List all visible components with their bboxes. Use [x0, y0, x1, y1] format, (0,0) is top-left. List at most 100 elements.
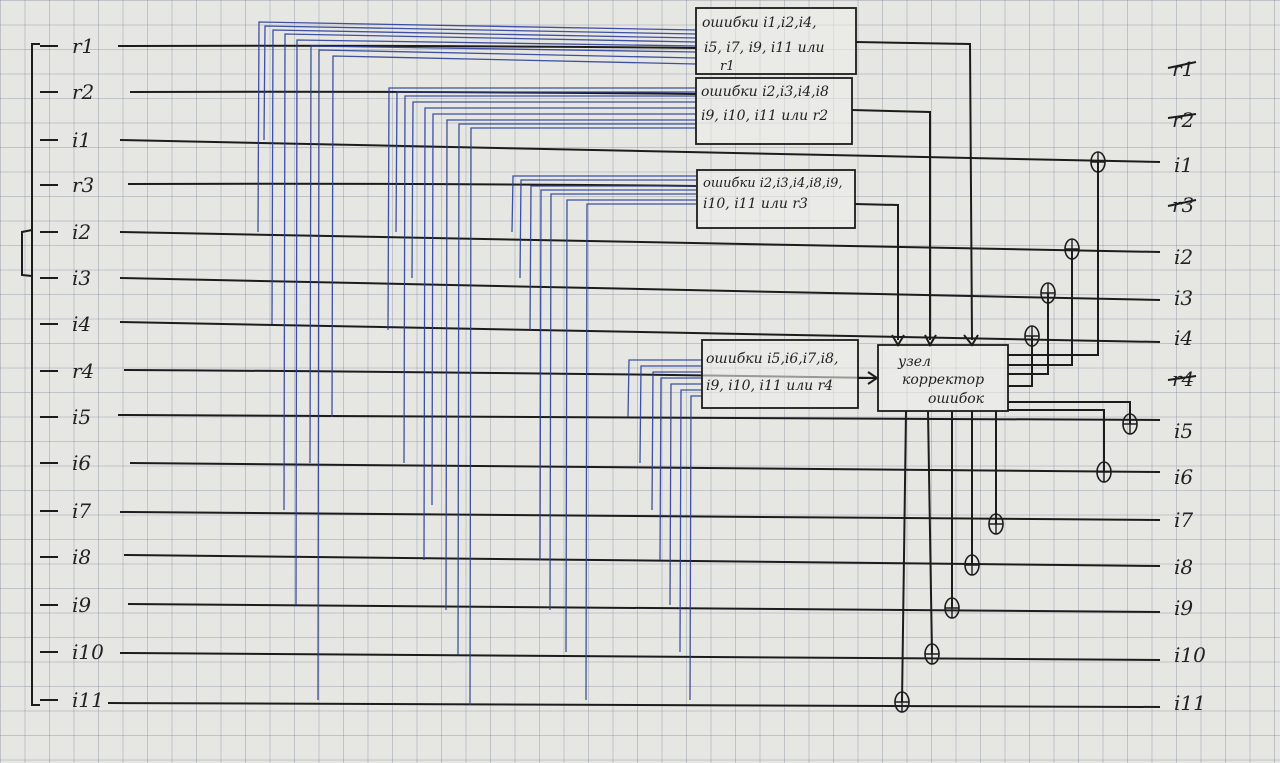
block-b1: ошибки i1,i2,i4, i5, i7, i9, i11 или r1	[695, 7, 857, 75]
corrector-line2: корректор	[902, 372, 984, 388]
xor-gate	[988, 513, 1004, 535]
signal-line	[127, 603, 1161, 613]
block-b3-line1: ошибки i2,i3,i4,i8,i9,	[703, 176, 843, 191]
block-b2-line1: ошибки i2,i3,i4,i8	[701, 84, 829, 100]
parity-wire	[411, 101, 696, 279]
parity-wire	[539, 189, 696, 561]
block-b3-line2: i10, i11 или r3	[703, 196, 808, 212]
signal-line	[119, 139, 1161, 163]
parity-wire	[511, 175, 696, 233]
corrector-wire	[1008, 162, 1099, 356]
parity-wire	[469, 127, 696, 706]
signal-line	[117, 414, 1161, 421]
xor-gate	[1096, 461, 1112, 483]
input-label-i1: i1	[72, 128, 91, 152]
input-label-i10: i10	[72, 640, 104, 664]
out-struck-1: r1	[1172, 57, 1194, 81]
block-b3-frame	[696, 169, 856, 229]
parity-wire	[679, 389, 702, 653]
xor-gates	[894, 151, 1138, 713]
block-b1-frame	[695, 7, 857, 75]
parity-wire	[431, 113, 696, 506]
xor-gate	[1090, 151, 1106, 173]
corrector-wire	[901, 410, 907, 703]
block-b4-line1: ошибки i5,i6,i7,i8,	[706, 351, 838, 367]
input-label-i9: i9	[72, 593, 91, 617]
input-label-i7: i7	[72, 499, 91, 523]
parity-wire	[519, 179, 696, 279]
output-label-i9: i9	[1174, 596, 1193, 620]
signal-line	[117, 44, 697, 49]
output-label-i11: i11	[1174, 691, 1206, 715]
input-label-r4: r4	[72, 359, 94, 383]
input-label-i4: i4	[72, 312, 91, 336]
corrector-wire	[1008, 249, 1073, 366]
signal-line	[119, 652, 1161, 661]
out-struck-4: r4	[1172, 367, 1194, 391]
parity-wire	[639, 365, 702, 464]
input-label-i8: i8	[72, 545, 91, 569]
xor-gate	[964, 554, 980, 576]
block-b2: ошибки i2,i3,i4,i8 i9, i10, i11 или r2	[695, 77, 853, 145]
corrector-wire	[1008, 293, 1049, 375]
out-struck-2: r2	[1172, 108, 1194, 132]
parity-wire	[295, 39, 697, 606]
parity-wire	[263, 25, 697, 141]
parity-wire	[529, 185, 696, 331]
corrector-wire	[1008, 336, 1033, 387]
input-label-i2: i2	[72, 220, 91, 244]
out-struck-3: r3	[1172, 193, 1194, 217]
corrector-wire	[927, 410, 933, 655]
parity-wire	[585, 203, 696, 701]
xor-gate	[924, 643, 940, 665]
parity-wire	[651, 371, 702, 511]
output-label-i10: i10	[1174, 643, 1206, 667]
input-label-i3: i3	[72, 266, 91, 290]
parity-wire	[565, 199, 696, 653]
parity-wire	[317, 49, 697, 701]
parity-wire	[689, 395, 702, 701]
corrector-frame	[877, 344, 1009, 412]
output-label-i2: i2	[1174, 245, 1193, 269]
xor-gate	[1040, 282, 1056, 304]
parity-wire	[669, 383, 702, 606]
parity-wire	[659, 377, 702, 561]
signal-line	[123, 554, 1161, 567]
output-label-i7: i7	[1174, 508, 1193, 532]
block-b4: ошибки i5,i6,i7,i8, i9, i10, i11 или r4	[701, 339, 859, 409]
output-label-i6: i6	[1174, 465, 1193, 489]
block-corrector: узел корректор ошибок	[877, 344, 1009, 412]
parity-wire	[283, 33, 697, 511]
signal-line	[119, 231, 1161, 253]
corrector-wire	[1008, 409, 1105, 472]
corrector-line3: ошибок	[928, 391, 985, 407]
input-label-r1: r1	[72, 34, 94, 58]
signal-line	[119, 511, 1161, 521]
parity-wire	[257, 21, 697, 233]
corrector-output-wires	[901, 162, 1131, 703]
parity-wire	[309, 45, 697, 464]
parity-wire	[423, 107, 696, 561]
parity-wire	[387, 87, 696, 331]
block-b4-line2: i9, i10, i11 или r4	[706, 378, 833, 394]
block-b2-line2: i9, i10, i11 или r2	[701, 108, 828, 124]
output-label-i1: i1	[1174, 153, 1193, 177]
parity-wire	[627, 359, 702, 418]
block-b1-line2: i5, i7, i9, i11 или	[704, 40, 825, 56]
parity-wire	[403, 95, 696, 464]
input-label-i6: i6	[72, 451, 91, 475]
block-b4-frame	[701, 339, 859, 409]
block-b1-line1: ошибки i1,i2,i4,	[702, 15, 817, 31]
input-bracket	[21, 43, 40, 706]
signal-line	[107, 702, 1161, 708]
input-ticks	[40, 45, 58, 701]
parity-wire	[445, 119, 696, 611]
xor-gate	[1064, 238, 1080, 260]
input-label-r3: r3	[72, 173, 94, 197]
output-label-i3: i3	[1174, 286, 1193, 310]
parity-wire	[331, 55, 697, 418]
parity-wire	[549, 193, 696, 611]
